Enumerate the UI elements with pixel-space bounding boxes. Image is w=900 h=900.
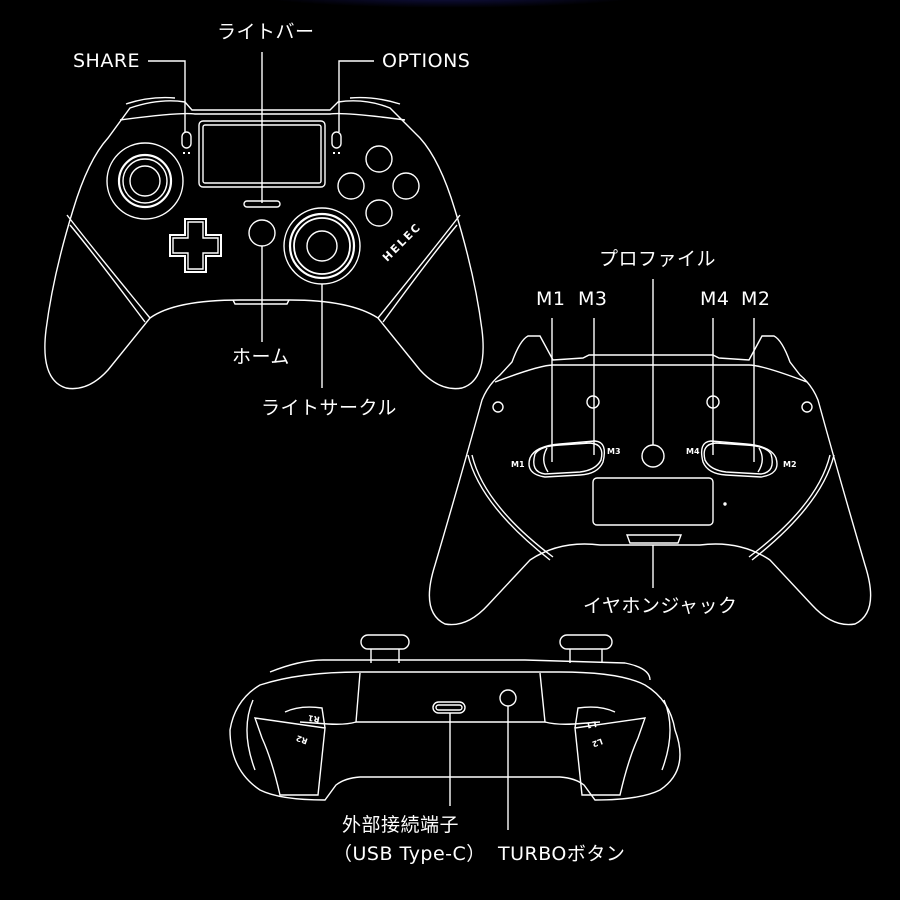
profile-label: プロファイル bbox=[599, 248, 717, 270]
share-label: SHARE bbox=[73, 50, 141, 72]
m1-label: M1 bbox=[536, 288, 566, 310]
light-circle-label: ライトサークル bbox=[261, 397, 397, 419]
m4-label: M4 bbox=[700, 288, 730, 310]
top-glow bbox=[250, 0, 650, 8]
paddle-mark-m1: M1 bbox=[511, 460, 525, 469]
turbo-button-label: TURBOボタン bbox=[498, 843, 626, 865]
paddle-mark-m3: M3 bbox=[607, 447, 621, 456]
paddle-mark-m4: M4 bbox=[686, 447, 700, 456]
usb-type-c-label: （USB Type-C） bbox=[333, 843, 486, 865]
external-port-label: 外部接続端子 bbox=[342, 814, 460, 836]
options-label: OPTIONS bbox=[382, 50, 471, 72]
paddle-mark-m2: M2 bbox=[783, 460, 797, 469]
m2-label: M2 bbox=[741, 288, 771, 310]
trigger-mark-l1: L1 bbox=[585, 719, 598, 730]
home-label: ホーム bbox=[232, 346, 290, 368]
light-bar-label: ライトバー bbox=[217, 21, 315, 43]
m3-label: M3 bbox=[578, 288, 608, 310]
earphone-jack-label: イヤホンジャック bbox=[583, 595, 738, 617]
trigger-mark-r1: R1 bbox=[307, 713, 321, 724]
